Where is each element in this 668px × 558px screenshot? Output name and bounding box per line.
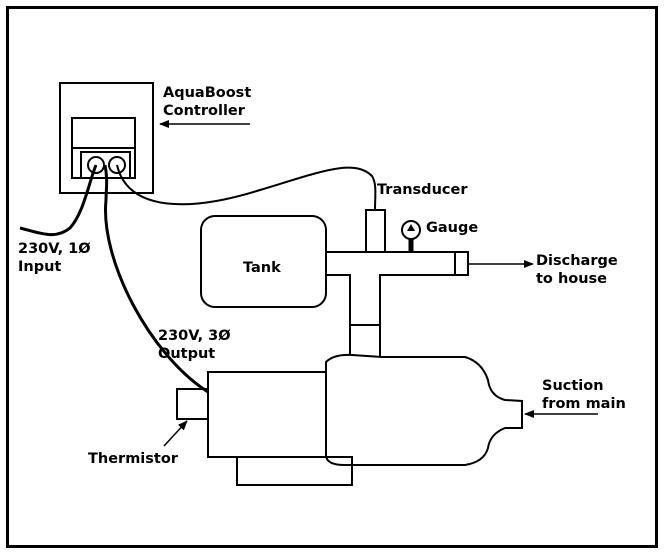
gauge-label: Gauge [426, 220, 479, 236]
transducer-shape [365, 209, 386, 253]
terminal-left [87, 156, 105, 174]
transducer-wire [116, 164, 377, 211]
controller-label: AquaBoost Controller [163, 85, 252, 119]
tank-label: Tank [243, 260, 281, 276]
output-label: 230V, 3Ø Output [158, 328, 231, 362]
transducer-label: Transducer [377, 182, 468, 198]
pipe-tee [326, 251, 469, 357]
suction-label: Suction from main [542, 378, 626, 412]
tank-shape [200, 215, 327, 308]
gauge-shape [401, 220, 421, 252]
input-wire [19, 164, 98, 237]
output-wire [103, 164, 209, 394]
pump-volute [325, 353, 523, 466]
terminal-right [108, 156, 126, 174]
discharge-label: Discharge to house [536, 253, 618, 287]
input-label: 230V, 1Ø Input [18, 241, 91, 275]
gauge-needle [407, 224, 415, 231]
pump-motor [176, 371, 353, 486]
thermistor-arrow [163, 420, 188, 447]
thermistor-label: Thermistor [88, 451, 178, 467]
